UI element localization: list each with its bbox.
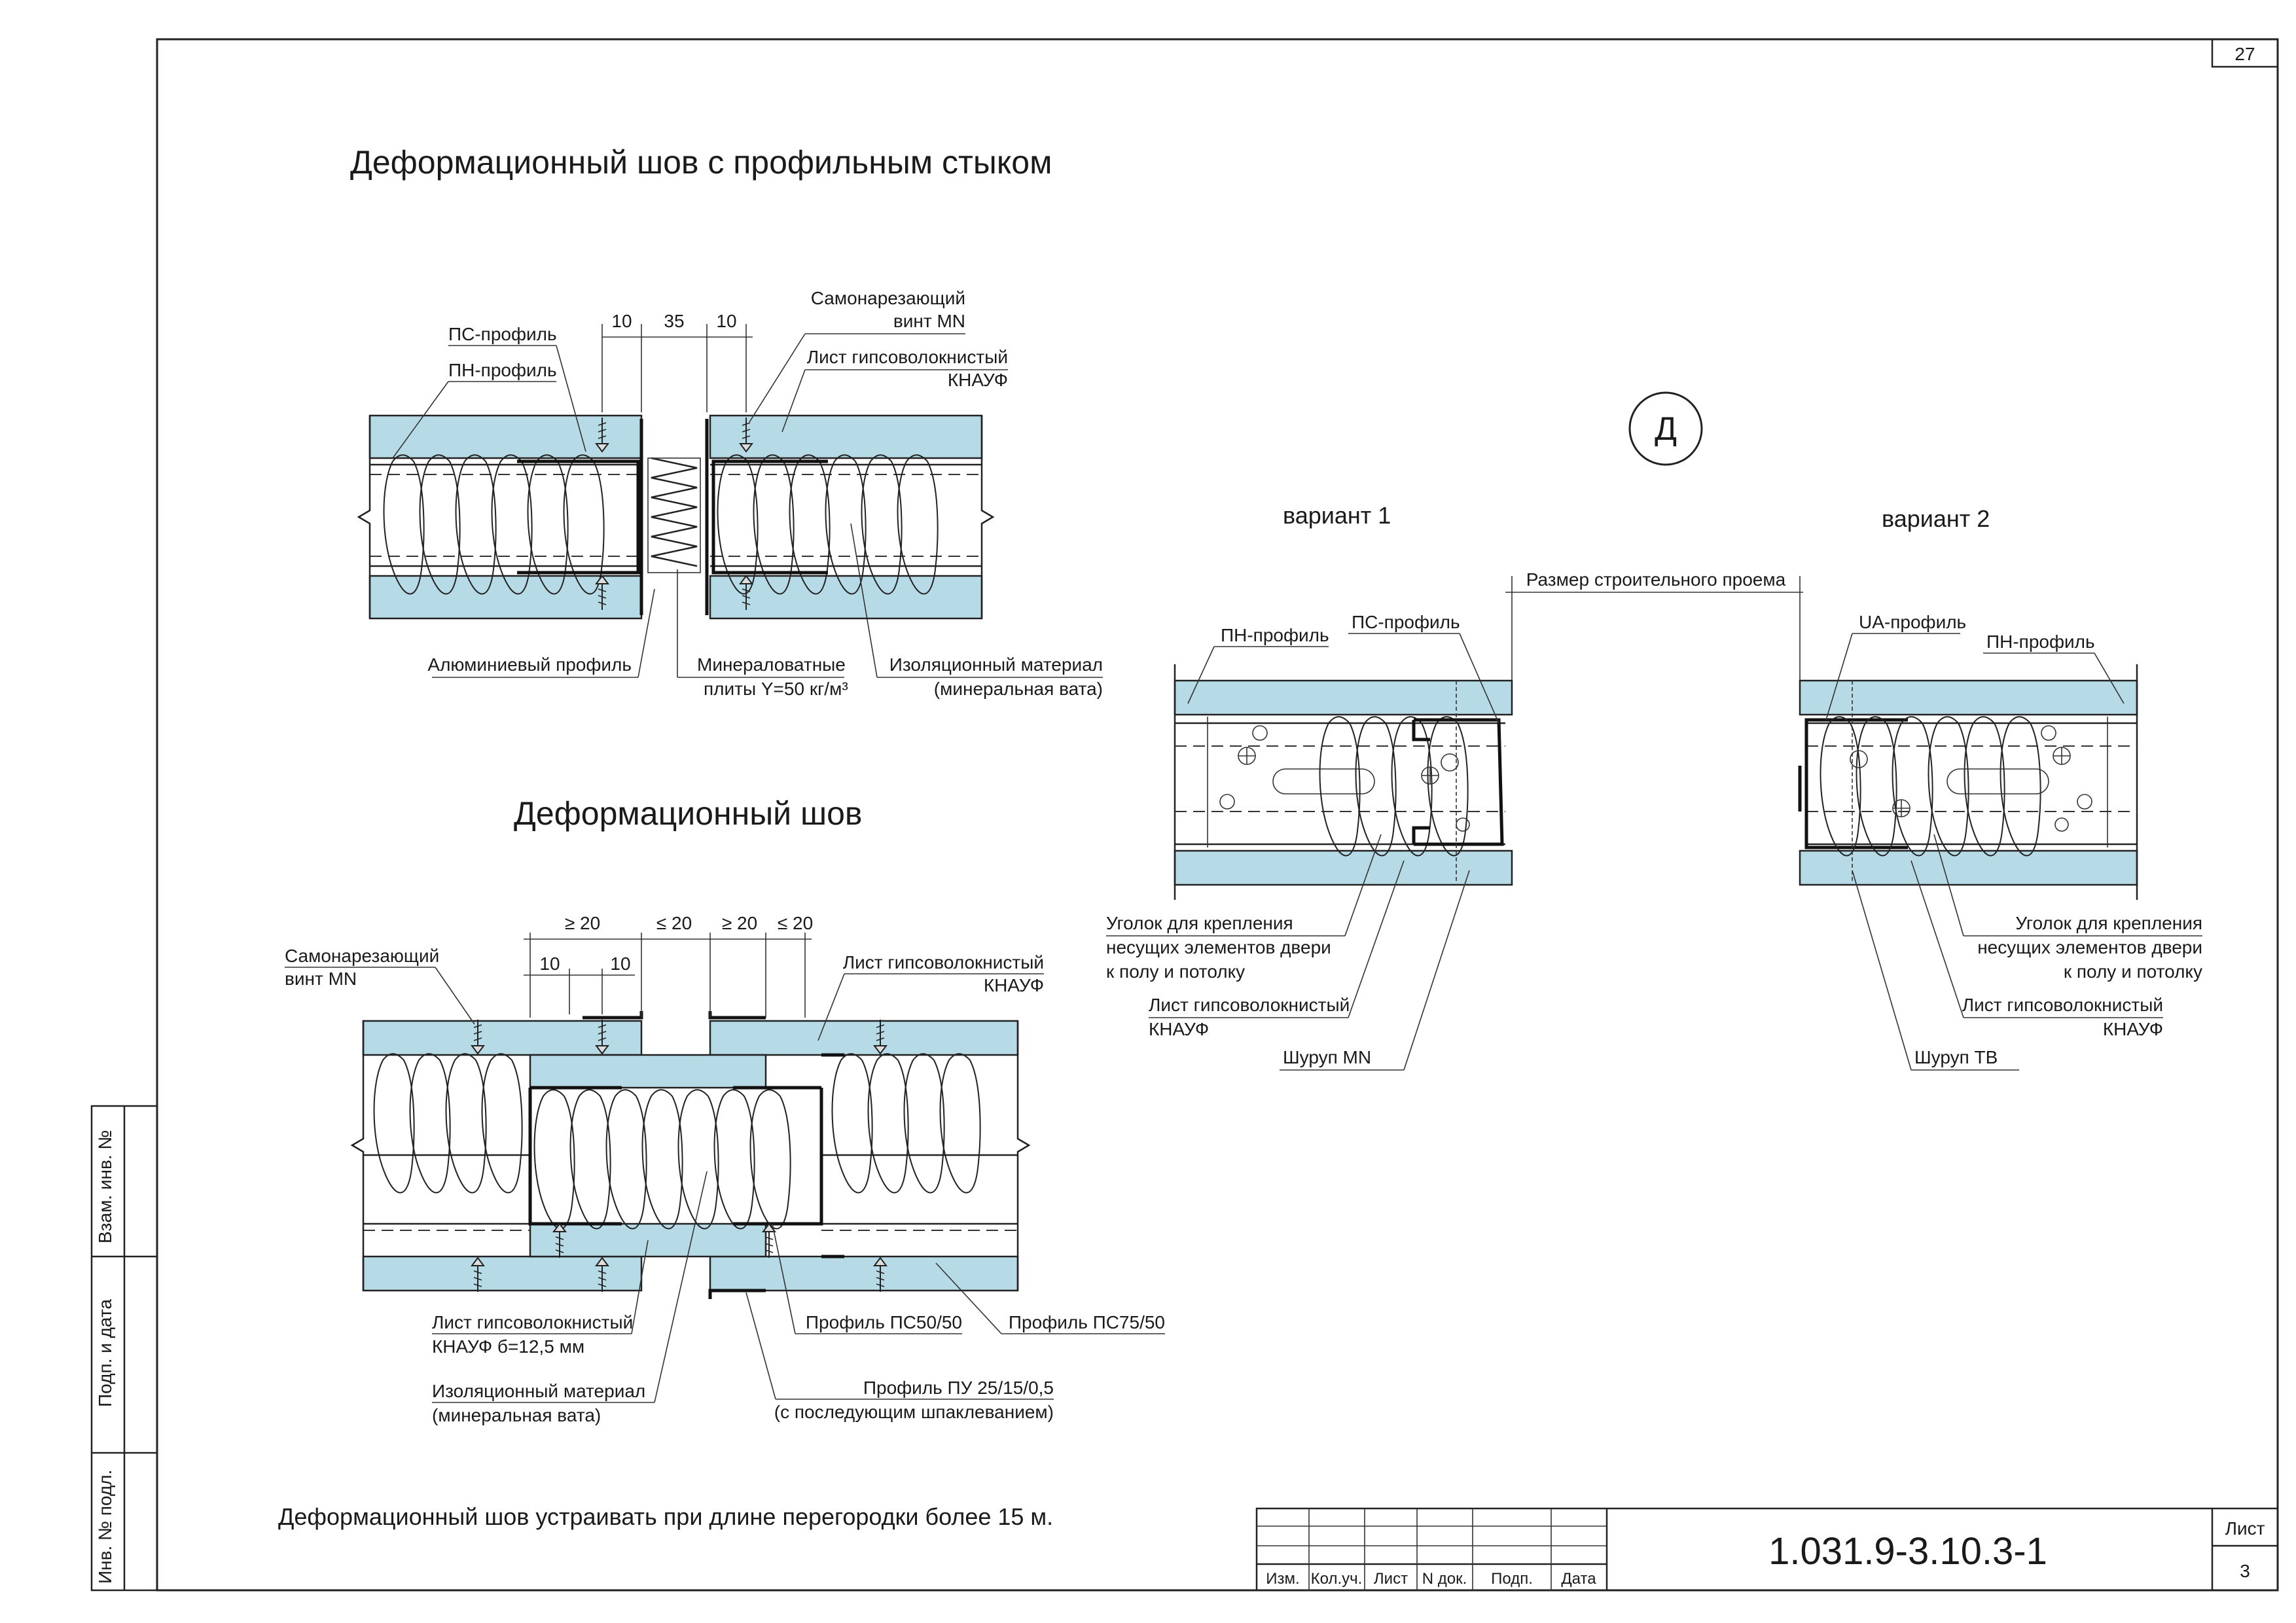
stamp-col-podp: Подп. <box>1491 1570 1533 1588</box>
label-pn-profile: ПН-профиль <box>448 360 557 380</box>
label-s2-sheet-1: Лист гипсоволокнистый <box>843 952 1044 972</box>
section1-dimensions: 10 35 10 <box>601 311 753 412</box>
label-s2-sheet-b-2: КНАУФ б=12,5 мм <box>432 1336 584 1357</box>
dim-10-right: 10 <box>716 311 736 331</box>
dim-35: 35 <box>664 311 684 331</box>
label-v1-corner-3: к полу и потолку <box>1106 961 1245 982</box>
label-v1-ps: ПС-профиль <box>1352 612 1460 632</box>
side-label-inv: Взам. инв. № <box>95 1130 115 1243</box>
label-mineral-1: Минераловатные <box>697 654 846 675</box>
label-v1-screw: Шуруп MN <box>1283 1047 1371 1067</box>
section1-callouts: ПС-профиль ПН-профиль Самонарезающий вин… <box>392 288 1103 699</box>
stamp-col-data: Дата <box>1561 1570 1596 1588</box>
section1-title: Деформационный шов с профильным стыком <box>350 144 1052 181</box>
footer-note: Деформационный шов устраивать при длине … <box>278 1503 1053 1530</box>
stamp-col-izm: Изм. <box>1266 1570 1299 1588</box>
section2-drawing <box>350 1011 1031 1299</box>
label-insulation-2: (минеральная вата) <box>934 679 1103 699</box>
dim-le20-left: ≤ 20 <box>656 913 692 933</box>
variant2-title: вариант 2 <box>1882 505 1990 532</box>
variant1-title: вариант 1 <box>1283 502 1391 529</box>
detail-marker-circle <box>1628 391 1703 466</box>
dim-10-left: 10 <box>611 311 632 331</box>
label-v1-sheet-1: Лист гипсоволокнистый <box>1149 995 1350 1015</box>
label-v2-corner-1: Уголок для крепления <box>2015 913 2202 933</box>
label-v1-pn: ПН-профиль <box>1221 625 1329 645</box>
label-v2-screw: Шуруп TB <box>1914 1047 1998 1067</box>
dim-10-b: 10 <box>610 954 630 974</box>
label-v1-corner-2: несущих элементов двери <box>1106 937 1331 957</box>
label-ps75: Профиль ПС75/50 <box>1009 1312 1165 1332</box>
section2-callouts: Самонарезающий винт MN Лист гипсоволокни… <box>285 946 1165 1425</box>
label-v2-corner-3: к полу и потолку <box>2064 961 2202 982</box>
section1-drawing <box>357 414 995 620</box>
stamp-col-kol: Кол.уч. <box>1311 1570 1363 1588</box>
label-s2-screw-2: винт MN <box>285 969 357 989</box>
dim-10-a: 10 <box>539 954 560 974</box>
variant2-drawing <box>1798 664 2138 900</box>
label-sheet-1: Лист гипсоволокнистый <box>807 347 1008 367</box>
dim-le20-right: ≤ 20 <box>778 913 813 933</box>
label-insulation-1: Изоляционный материал <box>889 654 1103 675</box>
stamp-col-ndok: N док. <box>1422 1570 1467 1588</box>
label-alu-profile: Алюминиевый профиль <box>427 654 632 675</box>
label-screw-2: винт MN <box>893 311 965 331</box>
variant1-drawing <box>1174 664 1513 900</box>
dim-ge20-right: ≥ 20 <box>722 913 757 933</box>
variant1-callouts: ПН-профиль ПС-профиль Уголок для креплен… <box>1106 612 1499 1071</box>
label-v1-corner-1: Уголок для крепления <box>1106 913 1293 933</box>
side-label-orig: Инв. № подл. <box>95 1470 115 1584</box>
stamp-col-list: Лист <box>1374 1570 1408 1588</box>
sheet-number: 3 <box>2240 1561 2250 1581</box>
label-v2-sheet-2: КНАУФ <box>2103 1019 2163 1039</box>
label-mineral-2: плиты Y=50 кг/м³ <box>704 679 848 699</box>
opening-dimension: Размер строительного проема <box>1505 569 1803 681</box>
label-ps-profile: ПС-профиль <box>448 324 557 344</box>
page-number: 27 <box>2234 44 2255 64</box>
document-code: 1.031.9-3.10.3-1 <box>1768 1530 2047 1573</box>
label-pu-1: Профиль ПУ 25/15/0,5 <box>863 1378 1054 1398</box>
title-block: Изм. Кол.уч. Лист N док. Подп. Дата 1.03… <box>1255 1507 2279 1592</box>
label-opening: Размер строительного проема <box>1526 569 1786 590</box>
detail-marker: Д <box>1655 410 1677 447</box>
label-ps50: Профиль ПС50/50 <box>806 1312 962 1332</box>
outer-frame <box>156 38 2279 1592</box>
label-pu-2: (с последующим шпаклеванием) <box>774 1402 1054 1422</box>
label-v2-ua: UA-профиль <box>1859 612 1966 632</box>
label-screw-1: Самонарезающий <box>811 288 965 308</box>
label-s2-ins-1: Изоляционный материал <box>432 1381 645 1401</box>
label-s2-sheet-b-1: Лист гипсоволокнистый <box>432 1312 633 1332</box>
variant2-callouts: UA-профиль ПН-профиль Уголок для креплен… <box>1825 612 2202 1071</box>
label-v2-corner-2: несущих элементов двери <box>1977 937 2202 957</box>
label-v2-pn: ПН-профиль <box>1986 632 2095 652</box>
label-s2-ins-2: (минеральная вата) <box>432 1405 601 1425</box>
section2-dimensions: ≥ 20 ≤ 20 ≥ 20 ≤ 20 10 10 <box>524 913 813 1018</box>
sheet-label: Лист <box>2225 1518 2265 1539</box>
label-s2-sheet-2: КНАУФ <box>984 975 1044 995</box>
label-s2-screw-1: Самонарезающий <box>285 946 439 966</box>
dim-ge20-left: ≥ 20 <box>565 913 600 933</box>
label-sheet-2: КНАУФ <box>948 370 1008 390</box>
section2-title: Деформационный шов <box>514 795 862 832</box>
label-v2-sheet-1: Лист гипсоволокнистый <box>1962 995 2163 1015</box>
label-v1-sheet-2: КНАУФ <box>1149 1019 1209 1039</box>
side-label-sign: Подп. и дата <box>95 1299 115 1407</box>
